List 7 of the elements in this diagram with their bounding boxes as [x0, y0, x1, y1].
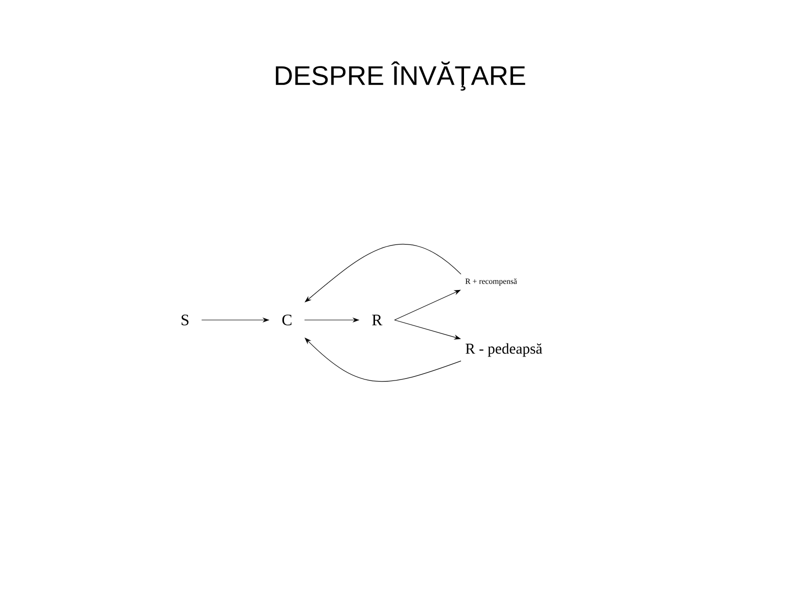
arrow: [304, 338, 462, 382]
arrow: [304, 244, 462, 302]
node-label: S: [182, 314, 188, 326]
node-label: C: [282, 314, 292, 326]
node-label: R: [372, 314, 382, 326]
node-label: R - pedeapsă: [466, 343, 542, 357]
title: DESPRE ÎNVĂŢARE: [276, 61, 526, 91]
